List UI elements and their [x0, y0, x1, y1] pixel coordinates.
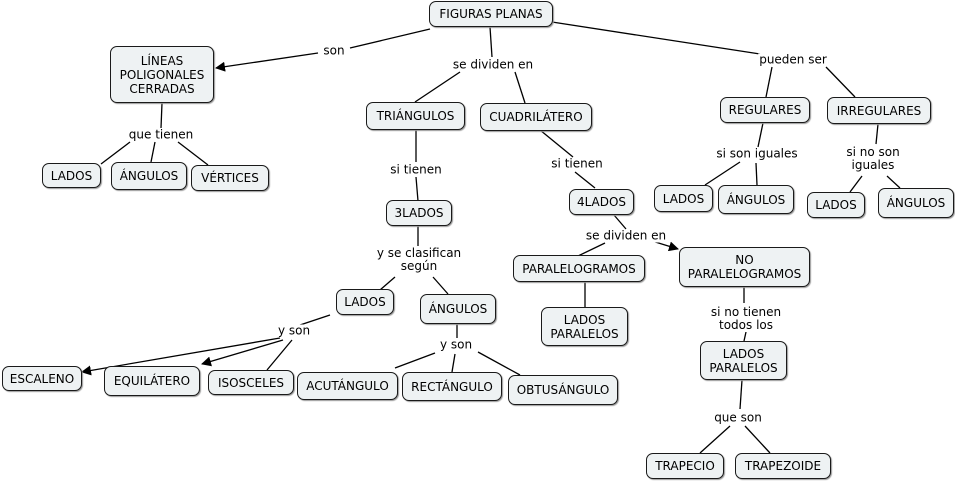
- concept-escaleno[interactable]: ESCALENO: [2, 366, 82, 391]
- concept-label: ESCALENO: [9, 371, 75, 386]
- concept-label: ACUTÁNGULO: [306, 379, 389, 393]
- concept-label: 4LADOS: [576, 195, 627, 209]
- concept-label: LADOS: [344, 295, 386, 309]
- concept-label: EQUILÁTERO: [113, 374, 191, 388]
- concept-label: CUADRILÁTERO: [489, 110, 583, 124]
- concept-lados-regulares[interactable]: LADOS: [654, 185, 713, 212]
- concept-label: ÁNGULOS: [886, 196, 946, 210]
- link-label-si-son-iguales: si son iguales: [715, 146, 799, 161]
- link-label-pueden-ser: pueden ser: [758, 52, 828, 67]
- concept-label: RECTÁNGULO: [411, 379, 493, 394]
- concept-irregulares[interactable]: IRREGULARES: [827, 97, 931, 124]
- link-label-y-se-clasifican-segun: y se clasifican según: [372, 247, 466, 273]
- concept-vertices[interactable]: VÉRTICES: [191, 165, 269, 191]
- concept-lados[interactable]: LADOS: [42, 163, 101, 188]
- link-label-que-tienen: que tienen: [127, 127, 195, 142]
- link-label-si-tienen: si tienen: [389, 162, 443, 177]
- concept-angulos-regulares[interactable]: ÁNGULOS: [718, 185, 794, 214]
- concept-label: TRAPECIO: [655, 459, 715, 473]
- concept-label: LÍNEAS POLIGONALES CERRADAS: [119, 53, 205, 96]
- concept-label: LADOS: [662, 191, 705, 206]
- concept-label: LADOS: [815, 198, 857, 212]
- concept-equilatero[interactable]: EQUILÁTERO: [104, 366, 200, 396]
- concept-lados-paralelos[interactable]: LADOS PARALELOS: [541, 307, 628, 346]
- concept-angulos-triangulo[interactable]: ÁNGULOS: [420, 294, 496, 324]
- link-label-si-tienen-cuadrilatero: si tienen: [550, 156, 604, 171]
- link-label-se-dividen-en-4lados: se dividen en: [584, 228, 668, 243]
- concept-label: REGULARES: [728, 103, 802, 117]
- link-label-y-son-angulos: y son: [438, 337, 474, 352]
- concept-regulares[interactable]: REGULARES: [720, 97, 810, 123]
- concept-label: VÉRTICES: [201, 171, 259, 185]
- concept-paralelogramos[interactable]: PARALELOGRAMOS: [513, 255, 645, 282]
- concept-label: LADOS: [50, 168, 93, 183]
- concept-lados-triangulo[interactable]: LADOS: [336, 289, 394, 315]
- concept-label: TRAPEZOIDE: [744, 459, 822, 473]
- concept-label: ÁNGULOS: [428, 302, 488, 316]
- link-label-son: son: [322, 43, 346, 58]
- concept-triangulos[interactable]: TRIÁNGULOS: [366, 102, 465, 130]
- concept-obtusangulo[interactable]: OBTUSÁNGULO: [508, 375, 618, 405]
- concept-rectangulo[interactable]: RECTÁNGULO: [402, 372, 502, 401]
- concept-label: 3LADOS: [394, 206, 444, 220]
- link-label-si-no-son-iguales: si no son iguales: [842, 146, 904, 172]
- concept-label: LADOS PARALELOS: [709, 346, 778, 375]
- concept-label: ISOSCELES: [217, 375, 285, 390]
- concept-angulos[interactable]: ÁNGULOS: [111, 162, 187, 190]
- link-label-que-son: que son: [713, 410, 763, 425]
- concept-cuadrilatero[interactable]: CUADRILÁTERO: [480, 103, 592, 131]
- concept-lados-irregulares[interactable]: LADOS: [807, 192, 865, 218]
- concept-label: FIGURAS PLANAS: [439, 7, 543, 21]
- concept-trapezoide[interactable]: TRAPEZOIDE: [735, 453, 831, 479]
- link-label-se-dividen-en: se dividen en: [451, 57, 535, 72]
- concept-isosceles[interactable]: ISOSCELES: [208, 370, 294, 395]
- concept-figuras-planas[interactable]: FIGURAS PLANAS: [429, 1, 553, 27]
- concept-label: PARALELOGRAMOS: [522, 261, 636, 276]
- concept-label: IRREGULARES: [836, 103, 922, 118]
- concept-lados-paralelos-2[interactable]: LADOS PARALELOS: [700, 341, 787, 380]
- concept-angulos-irregulares[interactable]: ÁNGULOS: [878, 188, 954, 218]
- link-label-y-son: y son: [276, 323, 312, 338]
- concept-label: NO PARALELOGRAMOS: [687, 253, 802, 281]
- concept-label: ÁNGULOS: [726, 192, 786, 207]
- concept-4lados[interactable]: 4LADOS: [569, 189, 634, 215]
- concept-label: LADOS PARALELOS: [550, 312, 619, 341]
- concept-lineas-poligonales-cerradas[interactable]: LÍNEAS POLIGONALES CERRADAS: [110, 46, 214, 103]
- concept-trapecio[interactable]: TRAPECIO: [646, 453, 724, 479]
- concept-label: ÁNGULOS: [119, 169, 179, 183]
- concept-label: TRIÁNGULOS: [376, 109, 455, 123]
- concept-no-paralelogramos[interactable]: NO PARALELOGRAMOS: [679, 247, 810, 287]
- concept-acutangulo[interactable]: ACUTÁNGULO: [297, 372, 398, 400]
- concept-3lados[interactable]: 3LADOS: [386, 200, 452, 226]
- concept-label: OBTUSÁNGULO: [516, 383, 610, 397]
- link-label-si-no-tienen-todos-los: si no tienen todos los: [709, 305, 783, 332]
